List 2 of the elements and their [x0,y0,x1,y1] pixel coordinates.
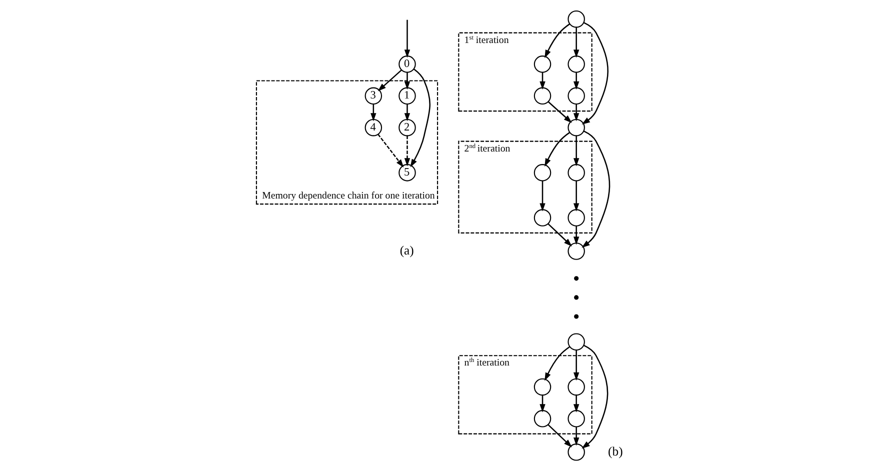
label: (a) [399,243,414,258]
label: (b) [608,444,622,458]
